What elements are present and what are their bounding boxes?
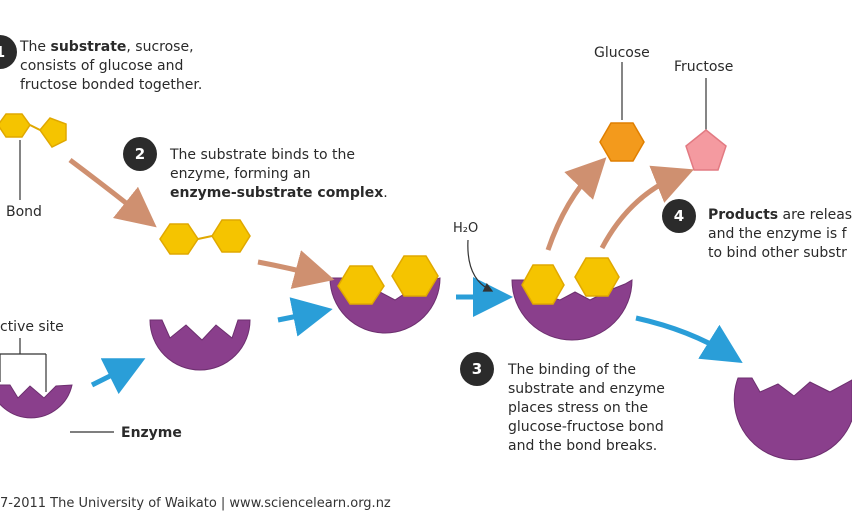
arrow-enzyme-1-to-2 xyxy=(90,358,146,395)
arrow-enzyme-2-to-complex xyxy=(277,297,333,337)
step-1-line1-pre: The xyxy=(20,39,51,55)
glucose-label: Glucose xyxy=(594,45,650,61)
step-2-line1: The substrate binds to the xyxy=(170,147,355,163)
water-label: H₂O xyxy=(453,221,479,236)
step-3-line3: places stress on the xyxy=(508,400,649,416)
step-2-text: The substrate binds to the enzyme, formi… xyxy=(170,146,388,203)
arrow-substrate-to-2 xyxy=(68,158,157,228)
active-site-label: ctive site xyxy=(0,319,64,335)
step-1-line1-post: , sucrose, xyxy=(126,39,194,55)
stressed-complex xyxy=(511,257,633,341)
step-1-line2: consists of glucose and xyxy=(20,58,184,74)
enzyme-substrate-complex xyxy=(329,255,441,334)
enzyme-released xyxy=(733,377,852,461)
step-3-line5: and the bond breaks. xyxy=(508,438,658,454)
step-3-line2: substrate and enzyme xyxy=(508,381,665,397)
fructose-label: Fructose xyxy=(674,59,734,75)
step-1-line3: fructose bonded together. xyxy=(20,77,203,93)
step-3-text: The binding of the substrate and enzyme … xyxy=(508,361,665,456)
sucrose-molecule-1 xyxy=(0,113,67,148)
step-2-badge: 2 xyxy=(123,137,157,171)
step-1-badge: 1 xyxy=(0,35,17,69)
arrow-substrate-to-complex xyxy=(257,250,335,289)
glucose-molecule xyxy=(599,122,645,162)
step-3-line1: The binding of the xyxy=(508,362,637,378)
enzyme-2 xyxy=(149,319,251,371)
step-4-line2: and the enzyme is f xyxy=(708,226,847,242)
step-4-bold: Products xyxy=(708,207,779,223)
enzyme-1 xyxy=(0,384,73,419)
step-4-badge: 4 xyxy=(662,199,696,233)
enzyme-label: Enzyme xyxy=(121,425,182,441)
copyright-footer: 7-2011 The University of Waikato | www.s… xyxy=(0,496,391,511)
step-1-text: The substrate, sucrose, consists of gluc… xyxy=(20,38,202,95)
arrow-to-released-enzyme xyxy=(635,315,743,363)
step-3-badge: 3 xyxy=(460,352,494,386)
step-4-line3: to bind other substr xyxy=(708,245,847,261)
bond-label: Bond xyxy=(6,204,42,220)
fructose-molecule xyxy=(685,129,727,171)
step-4-line1-post: are releas xyxy=(778,207,852,223)
arrow-to-glucose xyxy=(545,157,607,251)
step-2-line3-post: . xyxy=(383,185,388,201)
step-2-line2: enzyme, forming an xyxy=(170,166,311,182)
active-site-bracket xyxy=(0,338,47,392)
water-arrow xyxy=(467,239,494,292)
step-2-bold: enzyme-substrate complex xyxy=(170,185,384,201)
step-3-line4: glucose-fructose bond xyxy=(508,419,664,435)
sucrose-molecule-2 xyxy=(159,219,251,255)
step-4-text: Products are releas and the enzyme is f … xyxy=(708,206,852,263)
step-1-bold: substrate xyxy=(50,39,127,55)
arrow-to-fructose xyxy=(599,165,694,250)
